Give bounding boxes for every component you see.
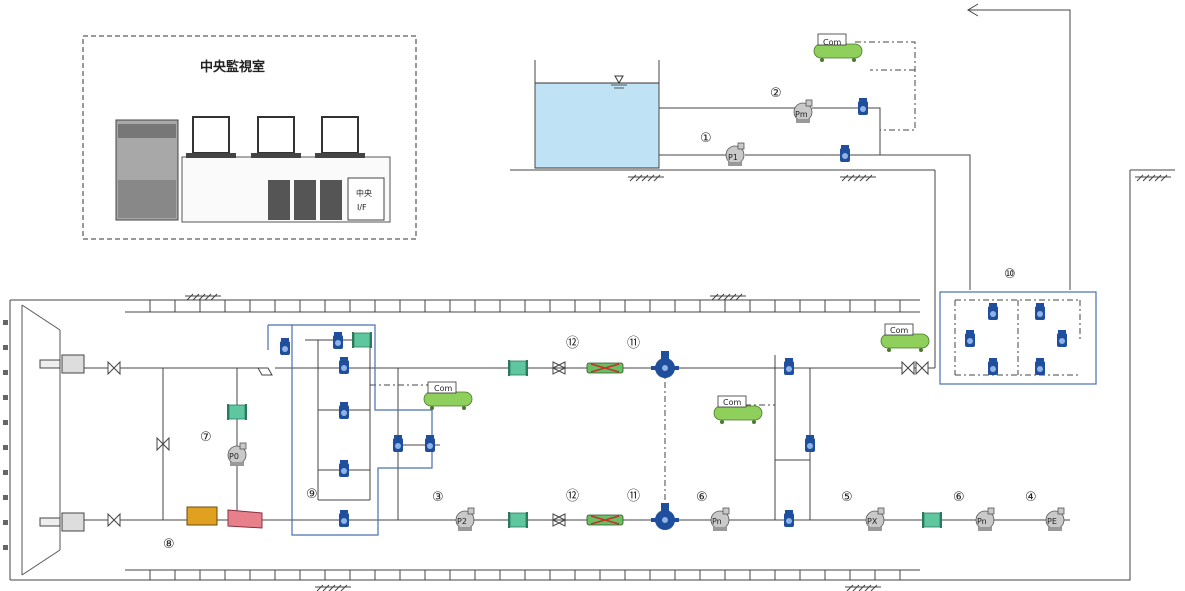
ground-hatch-icon	[627, 174, 665, 182]
water-tank	[534, 82, 660, 169]
label-12-bottom: ⑫	[566, 489, 579, 504]
label-12-top: ⑫	[566, 336, 579, 351]
monitor-icon	[315, 116, 365, 158]
label-8: ⑧	[163, 537, 175, 552]
valve-icon	[784, 510, 794, 527]
compressor-label: Com	[723, 398, 741, 407]
central-if-box	[347, 177, 385, 221]
pump-p0-label: P0	[229, 452, 239, 461]
valve-icon	[333, 332, 343, 349]
valve-icon	[339, 460, 349, 477]
ground-hatch-icon	[1134, 174, 1172, 182]
pump-px-label: PX	[867, 517, 878, 526]
label-3: ③	[432, 490, 444, 505]
monitor-icon	[186, 116, 236, 158]
flow-meter-icon	[507, 511, 529, 529]
compressor-label: Com	[434, 384, 452, 393]
gate-valve-icon	[107, 360, 121, 376]
label-9: ⑨	[306, 487, 318, 502]
valve-icon	[339, 510, 349, 527]
pump-pn-label: Pn	[712, 517, 722, 526]
unit-10-frame	[939, 291, 1097, 385]
valve-icon	[988, 358, 998, 375]
central-if-label-2: I/F	[357, 203, 367, 212]
control-room-frame	[82, 35, 417, 240]
motor-icon	[186, 506, 218, 526]
discharge-pump-icon	[227, 509, 263, 529]
ground-hatch-icon	[844, 584, 882, 591]
flow-meter-icon	[351, 331, 373, 349]
separator-icon	[586, 514, 624, 526]
gate-valve-icon	[551, 513, 567, 527]
valve-icon	[784, 358, 794, 375]
pump-p1-label: P1	[728, 153, 738, 162]
ground-hatch-icon	[839, 174, 877, 182]
separator-icon	[586, 362, 624, 374]
segment-studs	[3, 320, 8, 550]
valve-icon	[965, 330, 975, 347]
ground-hatch-icon	[709, 293, 747, 301]
cutter-motor-icon	[39, 354, 85, 532]
gate-valve-icon	[551, 361, 567, 375]
compressor-label: Com	[823, 38, 841, 47]
central-if-label-1: 中央	[356, 188, 372, 198]
gate-valve-icon	[107, 512, 121, 528]
label-11-bottom: ⑪	[627, 489, 640, 504]
unit-9-frame	[291, 324, 433, 536]
flow-meter-icon	[226, 403, 248, 421]
slurry-pump-icon	[651, 503, 679, 530]
ground-hatch-icon	[314, 584, 352, 591]
label-7: ⑦	[200, 430, 212, 445]
valve-icon	[988, 303, 998, 320]
pump-pe-label: PE	[1047, 517, 1057, 526]
pump-pn-label-2: Pn	[977, 517, 987, 526]
pump-pm-label: Pm	[795, 110, 808, 119]
label-5: ⑤	[841, 490, 853, 505]
valve-icon	[393, 435, 403, 452]
return-arrow-icon	[967, 3, 979, 17]
pump-p2-label: P2	[457, 517, 467, 526]
valve-icon	[425, 435, 435, 452]
server-rack-icon	[268, 180, 342, 220]
control-room-title: 中央監視室	[200, 59, 265, 75]
slurry-pump-icon	[651, 351, 679, 378]
valve-icon	[1057, 330, 1067, 347]
control-room-printer-icon	[115, 119, 179, 221]
segment-ticks	[149, 300, 901, 580]
valve-icon	[840, 145, 850, 162]
valve-icon	[858, 98, 868, 115]
label-4: ④	[1025, 490, 1037, 505]
valve-icon	[1035, 303, 1045, 320]
gate-valve-icon	[901, 360, 929, 376]
flow-meter-icon	[507, 359, 529, 377]
flow-meter-icon	[921, 511, 943, 529]
gate-valve-icon	[156, 436, 170, 452]
label-6-right: ⑥	[953, 490, 965, 505]
valve-icon	[339, 357, 349, 374]
label-6: ⑥	[696, 490, 708, 505]
label-2: ②	[770, 86, 782, 101]
label-11-top: ⑪	[627, 336, 640, 351]
valve-icon	[280, 338, 290, 355]
ground-hatch-icon	[184, 293, 222, 301]
valve-icon	[1035, 358, 1045, 375]
water-level-icon	[614, 75, 624, 85]
label-10: ⑩	[1004, 267, 1016, 282]
monitor-icon	[251, 116, 301, 158]
valve-icon	[805, 435, 815, 452]
valve-icon	[339, 402, 349, 419]
compressor-label: Com	[890, 326, 908, 335]
label-1: ①	[700, 131, 712, 146]
